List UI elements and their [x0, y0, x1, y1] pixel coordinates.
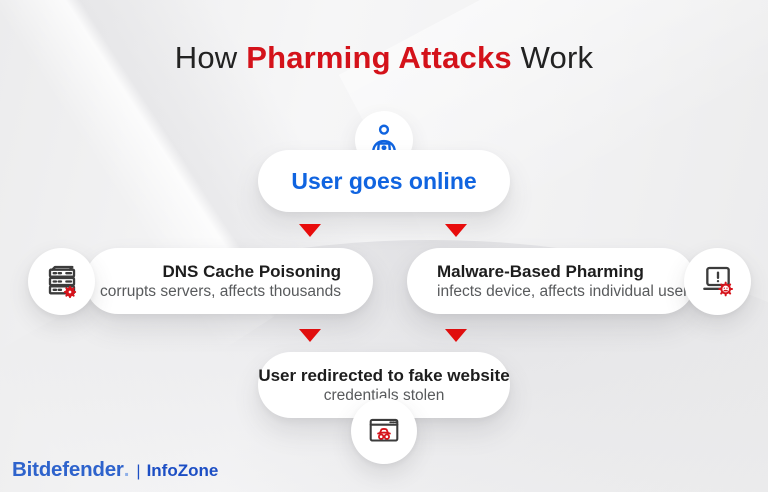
page-title: How Pharming Attacks Work	[0, 40, 768, 76]
user-online-pill: User goes online	[258, 150, 510, 212]
branch-title: DNS Cache Poisoning	[162, 261, 341, 281]
footer-logo: Bitdefender. | InfoZone	[12, 458, 218, 482]
malware-icon-badge	[684, 248, 751, 315]
fake-website-icon-badge	[351, 398, 417, 464]
branch-malware-pill: Malware-Based Pharming infects device, a…	[407, 248, 695, 314]
dns-icon-badge	[28, 248, 95, 315]
fake-website-icon	[365, 412, 403, 450]
infected-laptop-icon	[698, 262, 738, 302]
down-arrow-icon	[445, 224, 467, 237]
brand-dot: .	[123, 458, 130, 481]
title-suffix: Work	[511, 40, 594, 75]
branch-subtitle: infects device, affects individual user	[437, 282, 689, 300]
branch-subtitle: corrupts servers, affects thousands	[100, 282, 341, 300]
infected-server-icon	[42, 262, 82, 302]
branch-title: Malware-Based Pharming	[437, 261, 644, 281]
result-subtitle: credentials stolen	[323, 386, 445, 404]
product-wordmark: InfoZone	[146, 461, 219, 480]
down-arrow-icon	[445, 329, 467, 342]
branch-dns-pill: DNS Cache Poisoning corrupts servers, af…	[85, 248, 373, 314]
down-arrow-icon	[299, 329, 321, 342]
title-prefix: How	[174, 40, 247, 75]
user-online-label: User goes online	[291, 167, 477, 194]
down-arrow-icon	[299, 224, 321, 237]
title-highlight: Pharming Attacks	[246, 40, 512, 75]
logo-separator: |	[136, 463, 141, 480]
brand-wordmark: Bitdefender	[12, 458, 124, 481]
result-title: User redirected to fake website	[258, 365, 510, 385]
